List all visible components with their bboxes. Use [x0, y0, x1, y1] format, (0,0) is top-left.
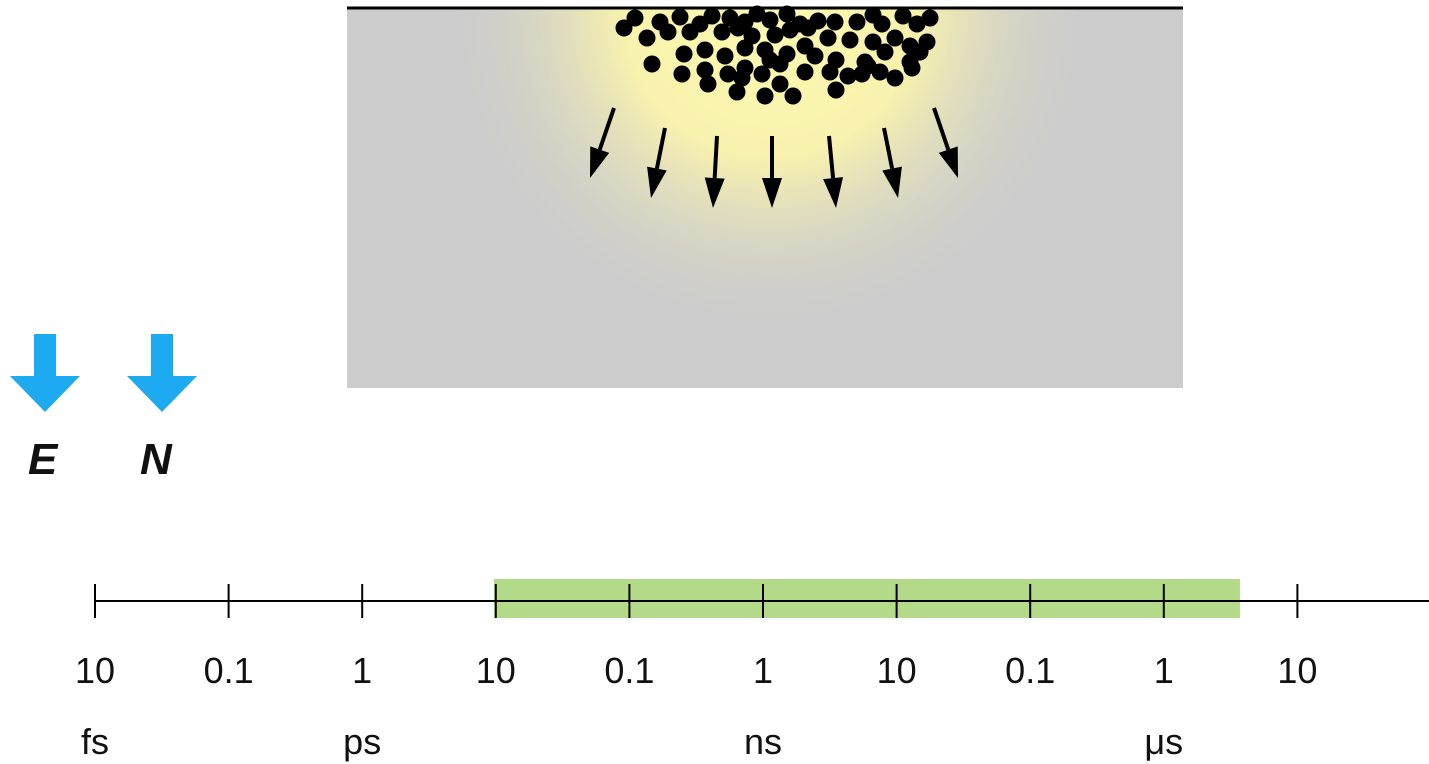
particle [696, 61, 714, 79]
particle [659, 23, 677, 41]
particle [733, 69, 751, 87]
particle [911, 43, 929, 61]
particle [638, 29, 656, 47]
tick-label: 1 [753, 650, 773, 691]
unit-label: fs [81, 721, 109, 762]
particle [806, 47, 824, 65]
particle [827, 81, 845, 99]
tick-label: 0.1 [204, 650, 254, 691]
particle [736, 39, 754, 57]
particle [819, 29, 837, 47]
tick-label: 10 [877, 650, 917, 691]
particle [761, 11, 779, 29]
beam-arrow-e: E [10, 334, 80, 484]
particle [903, 59, 921, 77]
beam-label-n: N [140, 435, 173, 484]
tick-label: 10 [1277, 650, 1317, 691]
particle [921, 9, 939, 27]
diffusion-arrow [647, 127, 667, 198]
particle [748, 5, 766, 23]
timeline-unit-labels: fs ps ns μs [81, 721, 1183, 762]
particle [839, 67, 857, 85]
particle [675, 45, 693, 63]
particle [886, 69, 904, 87]
particle [673, 65, 691, 83]
particle [778, 5, 796, 23]
particle [716, 47, 734, 65]
particle [784, 87, 802, 105]
particle [696, 41, 714, 59]
particle-cluster [615, 5, 939, 105]
particle [756, 87, 774, 105]
particle [781, 21, 799, 39]
particle [626, 9, 644, 27]
particle [771, 75, 789, 93]
particle [713, 23, 731, 41]
tick-label: 1 [1154, 650, 1174, 691]
timeline-ticks [94, 584, 1299, 618]
particle [848, 13, 866, 31]
particle [729, 19, 747, 37]
particle [873, 15, 891, 33]
particle [766, 26, 784, 44]
particle [876, 43, 894, 61]
particle [799, 19, 817, 37]
beam-label-e: E [28, 435, 59, 484]
particle [728, 83, 746, 101]
tick-label: 1 [352, 650, 372, 691]
particle [719, 65, 737, 83]
particle [703, 7, 721, 25]
particle [796, 63, 814, 81]
particle [841, 31, 859, 49]
tick-label: 10 [75, 650, 115, 691]
diffusion-arrow [882, 127, 902, 198]
particle [826, 13, 844, 31]
unit-label: ns [744, 721, 782, 762]
timescale-highlight [493, 579, 1240, 618]
diffusion-arrow [823, 135, 844, 208]
tick-label: 0.1 [604, 650, 654, 691]
particle [761, 51, 779, 69]
tick-label: 10 [476, 650, 516, 691]
particle [643, 55, 661, 73]
timeline-tick-labels: 10 0.1 1 10 0.1 1 10 0.1 1 10 [75, 650, 1317, 691]
particle [864, 33, 882, 51]
particle [908, 15, 926, 33]
particle [894, 7, 912, 25]
particle [681, 23, 699, 41]
particle [753, 65, 771, 83]
particle [853, 65, 871, 83]
particle [699, 75, 717, 93]
particle [871, 63, 889, 81]
particle [886, 29, 904, 47]
beam-arrow-n: N [127, 334, 197, 484]
diffusion-arrow [762, 136, 782, 208]
down-arrow-icon [127, 334, 197, 412]
diffusion-arrow [932, 107, 958, 178]
diffusion-arrow [590, 107, 616, 178]
unit-label: ps [343, 721, 381, 762]
tick-label: 0.1 [1005, 650, 1055, 691]
down-arrow-icon [10, 334, 80, 412]
particle [671, 8, 689, 26]
diffusion-arrow [704, 135, 725, 208]
timeline: 10 0.1 1 10 0.1 1 10 0.1 1 10 fs ps ns μs [75, 579, 1429, 762]
diffusion-arrows [590, 107, 958, 208]
particle [821, 63, 839, 81]
unit-label: μs [1144, 721, 1183, 762]
particle [615, 19, 633, 37]
